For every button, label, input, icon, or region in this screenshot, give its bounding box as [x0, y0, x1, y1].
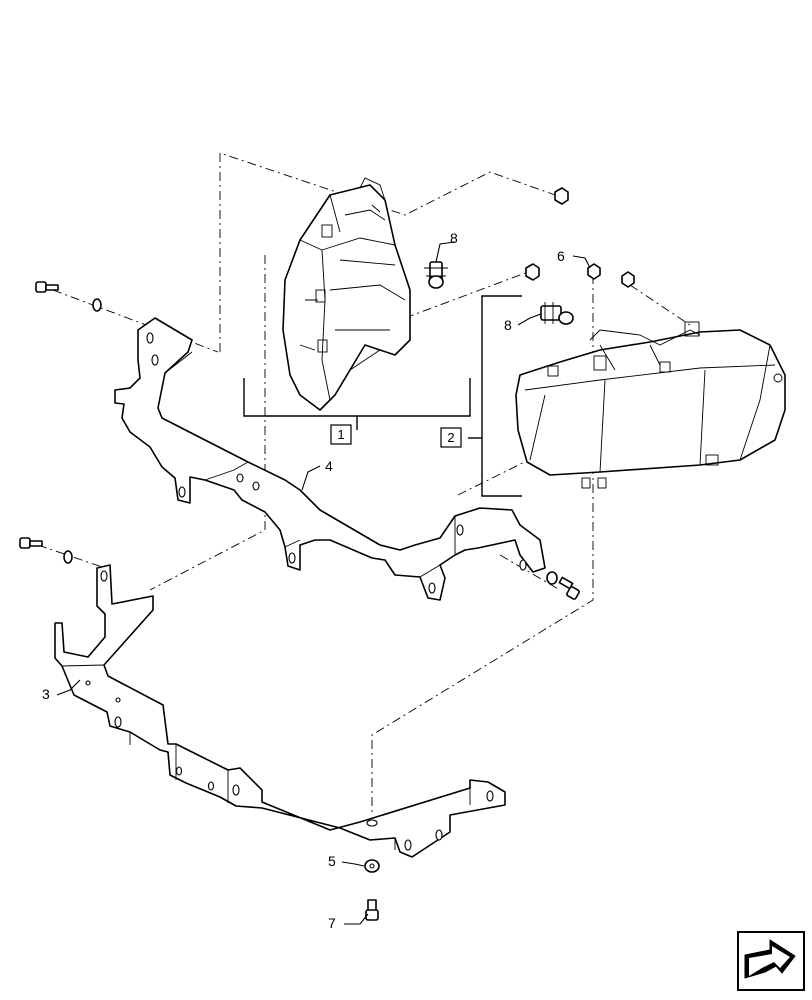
callout-8-left: 8: [450, 230, 458, 246]
upper-bracket[interactable]: [114, 317, 546, 601]
bolt-upper-left[interactable]: [35, 281, 59, 293]
bolt-lower-left[interactable]: [19, 537, 43, 549]
nut-part-6[interactable]: [587, 263, 601, 280]
washer-lower-left[interactable]: [63, 550, 73, 564]
nut-middle[interactable]: [525, 263, 540, 281]
washer-upper-left[interactable]: [92, 298, 102, 312]
bulb-left[interactable]: [424, 261, 448, 289]
arrow-icon[interactable]: [737, 931, 805, 991]
bolt-right[interactable]: [558, 576, 580, 600]
right-headlamp[interactable]: [515, 321, 786, 489]
lower-bracket[interactable]: [54, 564, 506, 858]
leader-lines: [56, 241, 591, 925]
nut-top[interactable]: [554, 187, 569, 205]
callout-1: 1: [337, 427, 344, 442]
callout-box-2: [440, 427, 462, 448]
callout-2: 2: [447, 430, 454, 445]
callout-8-right: 8: [504, 317, 512, 333]
nut-right[interactable]: [621, 271, 635, 288]
bulb-right[interactable]: [540, 302, 574, 325]
callout-box-1: [330, 424, 352, 445]
washer-part-5[interactable]: [364, 859, 380, 873]
bolt-part-7[interactable]: [365, 899, 379, 921]
callout-7: 7: [328, 915, 336, 931]
group-bracket-1: [243, 378, 471, 430]
callout-6: 6: [557, 248, 565, 264]
callout-4: 4: [325, 458, 333, 474]
callout-3: 3: [42, 686, 50, 702]
group-bracket-2: [468, 295, 522, 497]
callout-5: 5: [328, 853, 336, 869]
washer-right[interactable]: [546, 571, 558, 585]
left-headlamp[interactable]: [282, 177, 411, 411]
